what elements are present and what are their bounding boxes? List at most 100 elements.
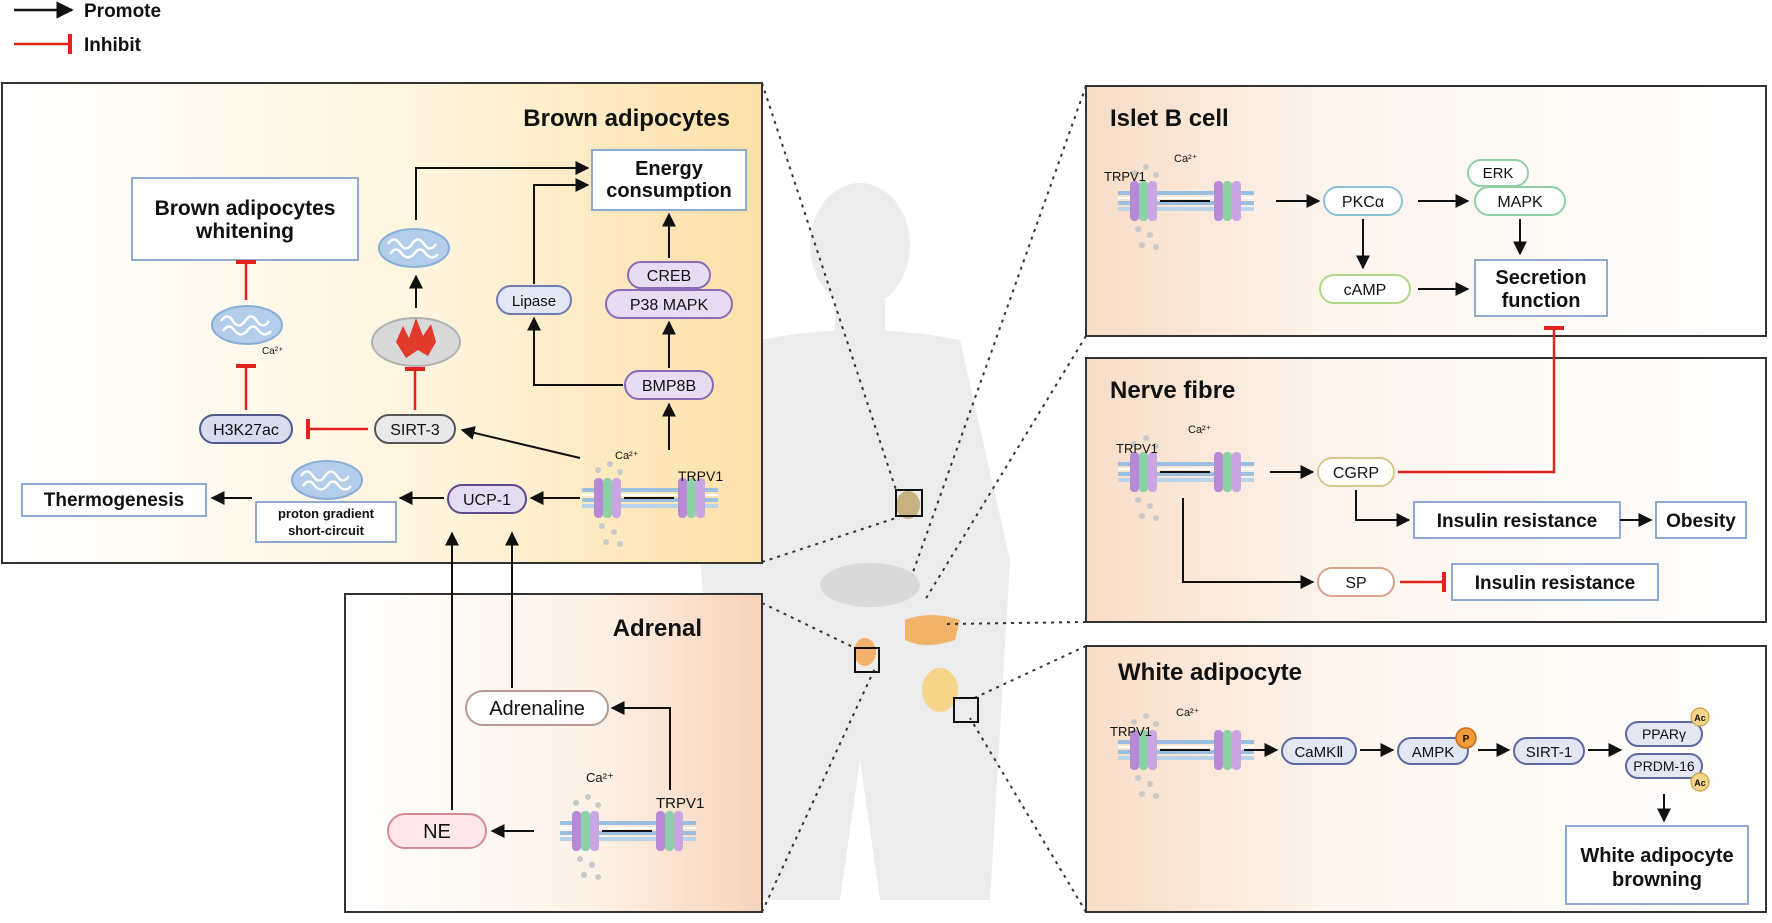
thermogenesis-box xyxy=(21,483,207,517)
thermogenesis-label: Thermogenesis xyxy=(44,490,184,511)
secretion-line2: function xyxy=(1502,290,1581,312)
insulin2-label: Insulin resistance xyxy=(1475,573,1636,594)
brown-zoom-box xyxy=(895,489,923,517)
legend-inhibit: Inhibit xyxy=(84,35,142,56)
bmp8b-label: BMP8B xyxy=(642,378,696,395)
white-zoom-box xyxy=(953,697,979,723)
h3k27ac-label: H3K27ac xyxy=(213,422,279,439)
prdm16-node xyxy=(1625,753,1703,779)
erk-label: ERK xyxy=(1483,165,1514,182)
cgrp-node xyxy=(1317,457,1395,487)
camkii-label: CaMKⅡ xyxy=(1294,744,1343,761)
ampk-node xyxy=(1397,737,1469,765)
pparg-label: PPARγ xyxy=(1642,726,1686,742)
lipase-label: Lipase xyxy=(512,293,556,310)
adrenal-ca-label: Ca²⁺ xyxy=(586,770,614,785)
mapk-node xyxy=(1474,186,1566,216)
islet-ca-label: Ca²⁺ xyxy=(1174,153,1198,165)
ampk-label: AMPK xyxy=(1412,744,1455,761)
acetyl-badge-icon-2 xyxy=(1690,772,1710,792)
acetyl-badge-label-2: Ac xyxy=(1694,778,1706,788)
pkc-label: PKCα xyxy=(1342,194,1384,211)
obesity-box xyxy=(1655,501,1747,539)
sirt1-label: SIRT-1 xyxy=(1526,744,1572,761)
whitening-line1: Brown adipocytes xyxy=(155,197,336,220)
zoom-lines xyxy=(761,82,1087,913)
brown-trpv1-label: TRPV1 xyxy=(678,468,723,484)
white-ca-label: Ca²⁺ xyxy=(1176,707,1200,719)
whitening-line2: whitening xyxy=(195,220,294,243)
browning-box xyxy=(1565,825,1749,905)
phosphate-badge-label: P xyxy=(1463,734,1470,745)
whitening-ca-label: Ca²⁺ xyxy=(262,346,283,357)
brown-title: Brown adipocytes xyxy=(523,105,730,132)
secretion-box xyxy=(1474,259,1608,317)
ne-node xyxy=(387,813,487,849)
cgrp-label: CGRP xyxy=(1333,465,1379,482)
acetyl-badge-label-1: Ac xyxy=(1694,713,1706,723)
energy-box xyxy=(591,149,747,211)
nerve-title: Nerve fibre xyxy=(1110,377,1235,404)
proton-box xyxy=(255,501,397,543)
bmp8b-node xyxy=(624,370,714,400)
adrenaline-label: Adrenaline xyxy=(489,698,585,720)
white-trpv1-label: TRPV1 xyxy=(1110,724,1152,739)
sirt3-label: SIRT-3 xyxy=(390,422,440,439)
panel-adrenal: Adrenal Adrenaline NE TRPV1 Ca²⁺ xyxy=(344,531,763,913)
mitochondria-icon-2 xyxy=(290,459,364,501)
insulin-resistance-box-2 xyxy=(1451,563,1659,601)
pkc-node xyxy=(1323,186,1403,216)
nerve-ca-label: Ca²⁺ xyxy=(1188,424,1212,436)
damaged-mitochondria-icon xyxy=(371,317,461,367)
panel-nerve-fibre: Nerve fibre TRPV1 Ca²⁺ CGRP Insulin resi… xyxy=(1085,326,1767,623)
creb-label: CREB xyxy=(647,268,691,285)
whitening-box xyxy=(131,177,359,261)
ne-label: NE xyxy=(423,821,451,843)
pparg-node xyxy=(1625,721,1703,747)
legend: Promote Inhibit xyxy=(14,1,161,56)
energy-line1: Energy xyxy=(635,158,704,180)
adrenal-title: Adrenal xyxy=(613,615,702,642)
creb-node xyxy=(627,261,711,289)
panel-white-adipocyte: White adipocyte TRPV1 Ca²⁺ CaMKⅡ AMPK P … xyxy=(1085,645,1767,913)
adrenal-zoom-box xyxy=(854,647,880,673)
p38-node xyxy=(605,289,733,319)
prdm16-label: PRDM-16 xyxy=(1633,758,1695,774)
energy-line2: consumption xyxy=(606,180,732,202)
camp-node xyxy=(1319,274,1411,304)
obesity-label: Obesity xyxy=(1666,511,1736,532)
insulin-resistance-box-1 xyxy=(1413,501,1621,539)
browning-line1: White adipocyte xyxy=(1580,845,1733,867)
secretion-line1: Secretion xyxy=(1495,267,1586,289)
sp-node xyxy=(1317,567,1395,597)
human-body-silhouette xyxy=(700,183,1010,900)
nerve-trpv1-label: TRPV1 xyxy=(1116,441,1158,456)
camkii-node xyxy=(1281,737,1357,765)
mitochondria-icon xyxy=(377,227,451,269)
browning-line2: browning xyxy=(1612,869,1702,891)
insulin1-label: Insulin resistance xyxy=(1437,511,1598,532)
acetyl-badge-icon-1 xyxy=(1690,707,1710,727)
p38-label: P38 MAPK xyxy=(630,297,709,314)
organ-icons xyxy=(820,491,960,712)
ucp1-label: UCP-1 xyxy=(463,492,511,509)
panel-islet-b-cell: Islet B cell TRPV1 Ca²⁺ PKCα ERK MAPK cA… xyxy=(1085,85,1767,337)
islet-trpv1-label: TRPV1 xyxy=(1104,169,1146,184)
h3k27ac-node xyxy=(199,414,293,444)
ucp1-node xyxy=(447,484,527,514)
adrenal-trpv1-label: TRPV1 xyxy=(656,795,704,812)
mapk-label: MAPK xyxy=(1497,194,1543,211)
sp-label: SP xyxy=(1345,575,1366,592)
camp-label: cAMP xyxy=(1344,282,1387,299)
proton-line2: short-circuit xyxy=(288,523,365,538)
sirt1-node xyxy=(1513,737,1585,765)
lipase-node xyxy=(496,285,572,315)
legend-promote: Promote xyxy=(84,1,161,22)
proton-line1: proton gradient xyxy=(278,506,375,521)
panel-brown-adipocytes: Brown adipocytes Brown adipocytes whiten… xyxy=(1,82,763,564)
whitening-mitochondria-icon: Ca²⁺ xyxy=(210,304,283,357)
sirt3-node xyxy=(374,414,456,444)
phosphate-badge-icon xyxy=(1455,727,1477,749)
adrenaline-node xyxy=(465,690,609,726)
brown-ca-label: Ca²⁺ xyxy=(615,450,639,462)
